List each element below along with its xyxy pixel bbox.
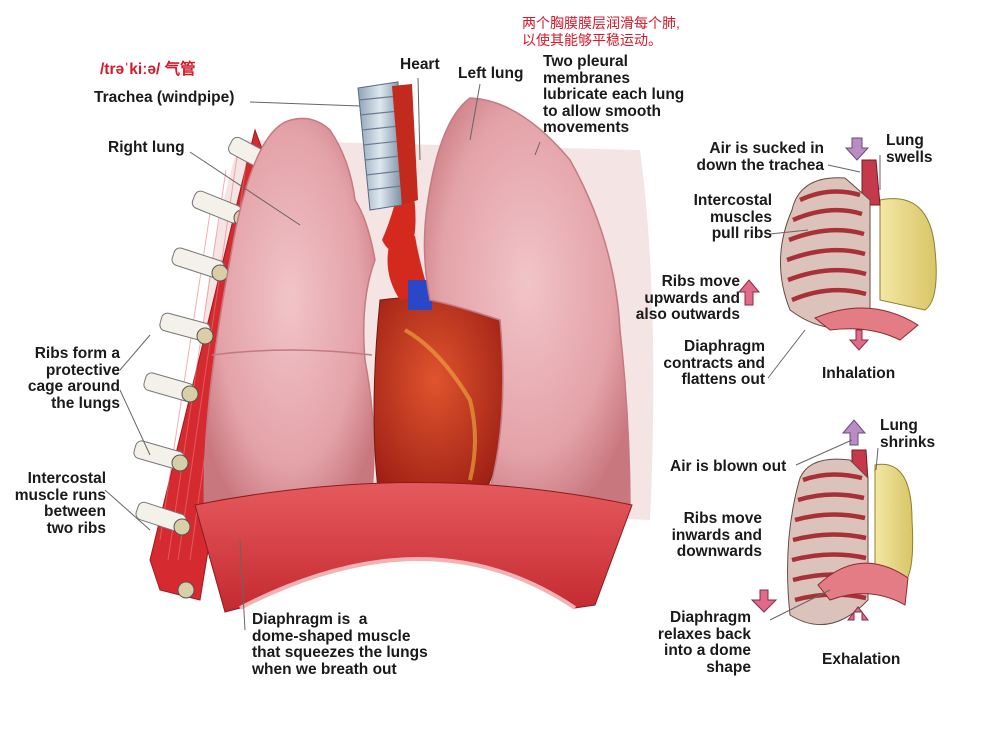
right-lung-label: Right lung: [108, 139, 185, 156]
inhale-left-lung: [879, 198, 937, 311]
diaphragm-relaxes-label: Diaphragm relaxes back into a dome shape: [657, 609, 751, 676]
chinese-note-line1: 两个胸膜膜层润滑每个肺,: [522, 15, 680, 31]
diaphragm-up-arrow-icon: [846, 606, 870, 621]
diaphragm-down-arrow-icon: [848, 329, 870, 351]
exhale-leader-lines: [769, 439, 879, 621]
diaphragm-contracts-label: Diaphragm contracts and flattens out: [663, 338, 765, 388]
lung-shrinks-label: Lung shrinks: [880, 417, 936, 451]
inhale-leader-lines: [767, 155, 881, 379]
ribs-move-up-label: Ribs move upwards and also outwards: [635, 273, 740, 323]
left-lung: [423, 97, 631, 511]
coronary-vessel: [404, 328, 477, 481]
trachea-label: Trachea (windpipe): [94, 89, 235, 106]
ribs-cage-label: Ribs form a protective cage around the l…: [27, 345, 120, 412]
rib-stub: [177, 581, 195, 599]
heart-label: Heart: [400, 56, 440, 73]
ribs-move-in-label: Ribs move inwards and downwards: [671, 510, 762, 560]
intercostal-pull-label: Intercostal muscles pull ribs: [693, 192, 772, 242]
ribs-up-arrow-icon: [737, 279, 761, 306]
diaphragm-dome-label: Diaphragm is a dome-shaped muscle that s…: [252, 611, 428, 678]
chinese-note-line2: 以使其能够平稳运动。: [522, 32, 662, 48]
air-blown-label: Air is blown out: [670, 458, 787, 475]
pleural-membranes-label: Two pleural membranes lubricate each lun…: [543, 53, 685, 136]
right-lung-fissure: [211, 349, 373, 356]
diaphragm-edge: [239, 557, 577, 610]
right-lung: [203, 117, 376, 521]
inhale-ribs: [786, 189, 867, 303]
exhale-air-arrow-icon: [841, 419, 867, 446]
exhalation-diagram: [750, 419, 914, 626]
exhale-diaphragm: [817, 562, 909, 606]
left-lung-label: Left lung: [458, 65, 524, 82]
heart: [373, 297, 510, 506]
inhale-trachea: [861, 159, 881, 206]
diaphragm: [194, 482, 633, 613]
lung-swells-label: Lung swells: [886, 132, 933, 166]
esophagus: [392, 84, 418, 205]
inhale-air-arrow-icon: [844, 137, 870, 161]
main-leader-lines: [104, 77, 541, 631]
exhale-left-lung: [874, 463, 914, 583]
air-sucked-label: Air is sucked in down the trachea: [696, 140, 824, 174]
intercostal-runs-label: Intercostal muscle runs between two ribs: [14, 470, 106, 537]
rib-stub: [159, 312, 214, 345]
main-thorax-illustration: [133, 81, 654, 613]
inhalation-diagram: [737, 137, 937, 351]
exhalation-title: Exhalation: [822, 651, 901, 668]
pronunciation-annotation: /trəˈkiːə/ 气管: [100, 61, 196, 78]
trachea-rings: [358, 95, 402, 191]
inhale-diaphragm: [814, 307, 919, 341]
inhalation-title: Inhalation: [822, 365, 896, 382]
ribs-down-arrow-icon: [750, 589, 778, 613]
rib-stub: [135, 501, 191, 536]
rib-stub: [143, 372, 199, 403]
